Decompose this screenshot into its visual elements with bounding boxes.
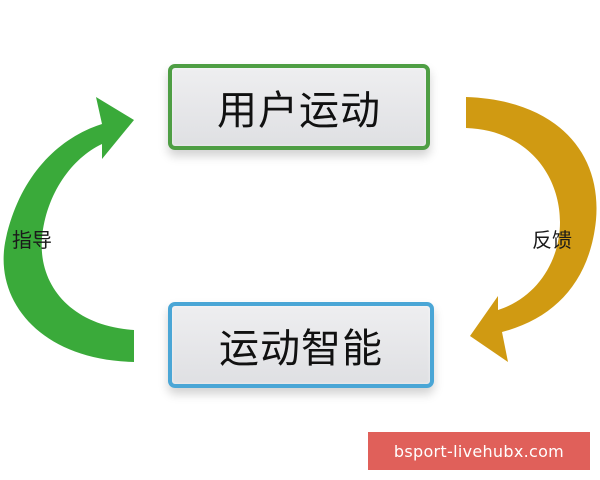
edge-label-feedback: 反馈 bbox=[532, 228, 572, 252]
green-cycle-arrow bbox=[3, 97, 134, 362]
node-user-exercise: 用户运动 bbox=[168, 64, 430, 150]
orange-cycle-arrow bbox=[466, 97, 597, 362]
node-user-exercise-label: 用户运动 bbox=[217, 88, 381, 134]
watermark-text: bsport-livehubx.com bbox=[393, 441, 565, 461]
node-exercise-intelligence: 运动智能 bbox=[168, 302, 434, 388]
watermark-banner: bsport-livehubx.com bbox=[368, 432, 590, 470]
node-exercise-intelligence-label: 运动智能 bbox=[219, 326, 383, 372]
edge-label-guidance: 指导 bbox=[12, 228, 52, 252]
